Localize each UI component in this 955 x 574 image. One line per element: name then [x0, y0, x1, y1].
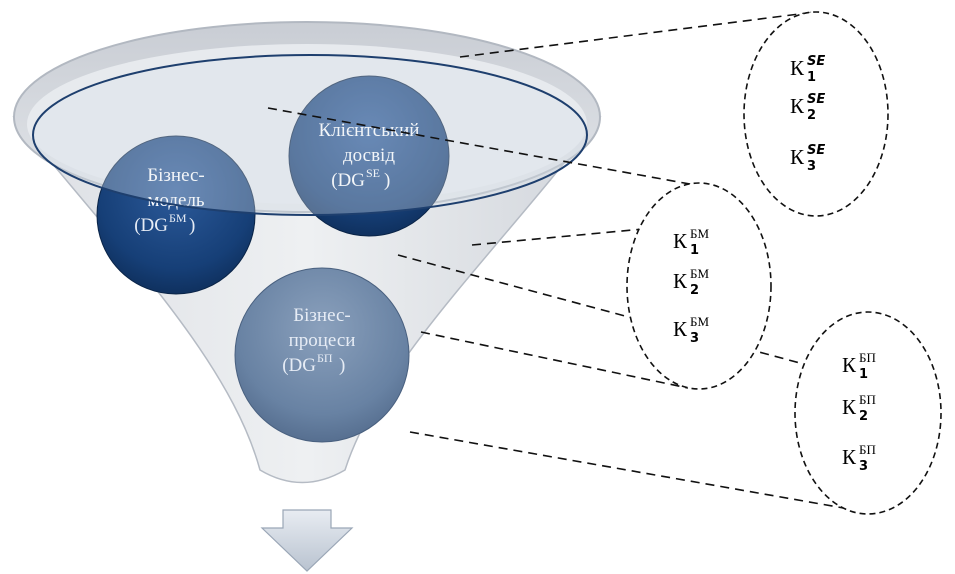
circle-business-model-line3-prefix: (DG	[134, 215, 168, 236]
metric-k-superscript: БМ	[690, 266, 709, 281]
metric-k-base: К	[790, 145, 805, 169]
metric-group-bp	[794, 311, 942, 515]
metric-k-superscript: БМ	[690, 314, 709, 329]
metric-k-base: К	[842, 395, 857, 419]
metric-k-base: К	[673, 269, 688, 293]
circle-client-experience: Клієнтський досвід (DG SE )	[288, 75, 450, 237]
metric-k-subscript: 1	[807, 70, 816, 85]
down-arrow-icon	[260, 509, 354, 572]
metric-k-base: К	[673, 317, 688, 341]
metric-k-subscript: 1	[690, 243, 699, 258]
metric-k-superscript: БП	[859, 350, 876, 365]
metric-k-superscript: БП	[859, 392, 876, 407]
metric-k-subscript: 3	[859, 459, 868, 474]
metric-group-bm	[626, 182, 772, 390]
metric-k-subscript: 3	[690, 331, 699, 346]
metric-k-base: К	[790, 94, 805, 118]
circle-business-processes-sup: БП	[317, 351, 333, 365]
metric-k-subscript: 2	[690, 283, 699, 298]
circle-client-experience-close: )	[384, 170, 390, 191]
connector-bm-top	[471, 227, 655, 246]
metric-k-superscript: SE	[807, 143, 825, 158]
funnel-inner-rim	[32, 54, 588, 216]
circle-business-model-line1: Бізнес-	[147, 165, 205, 186]
circle-client-experience-sup: SE	[366, 166, 380, 180]
connector-lines	[267, 11, 856, 511]
circle-client-experience-line1: Клієнтський	[319, 120, 420, 141]
circle-business-model-sup: БМ	[169, 211, 187, 225]
circle-client-experience-line3-prefix: (DG	[331, 170, 365, 191]
metric-k-superscript: БП	[859, 442, 876, 457]
metric-k-base: К	[673, 229, 688, 253]
connector-bp-top	[420, 331, 689, 389]
metric-k-base: К	[842, 445, 857, 469]
circle-business-processes-line3-prefix: (DG	[282, 355, 316, 376]
circle-business-processes-close: )	[339, 355, 345, 376]
connector-se-bottom	[267, 107, 713, 189]
metric-k-subscript: 2	[859, 409, 868, 424]
metric-k-base: К	[842, 353, 857, 377]
metric-k-subscript: 3	[807, 159, 816, 174]
circle-business-processes-line1: Бізнес-	[293, 305, 351, 326]
circle-business-processes-line2: процеси	[289, 330, 356, 351]
metric-k-superscript: SE	[807, 54, 825, 69]
circle-client-experience-line2: досвід	[343, 145, 395, 166]
metric-k-base: К	[790, 56, 805, 80]
circle-business-model-close: )	[189, 215, 195, 236]
metric-k-subscript: 2	[807, 108, 816, 123]
metric-k-subscript: 1	[859, 367, 868, 382]
metric-group-se	[743, 11, 889, 217]
metric-k-superscript: SE	[807, 92, 825, 107]
metric-k-superscript: БМ	[690, 226, 709, 241]
circle-business-model-line2: модель	[147, 190, 205, 211]
connector-bp-bottom	[409, 431, 856, 511]
circle-business-model: Бізнес- модель (DG БМ )	[96, 135, 256, 295]
circle-business-processes: Бізнес- процеси (DG БП )	[234, 267, 410, 443]
